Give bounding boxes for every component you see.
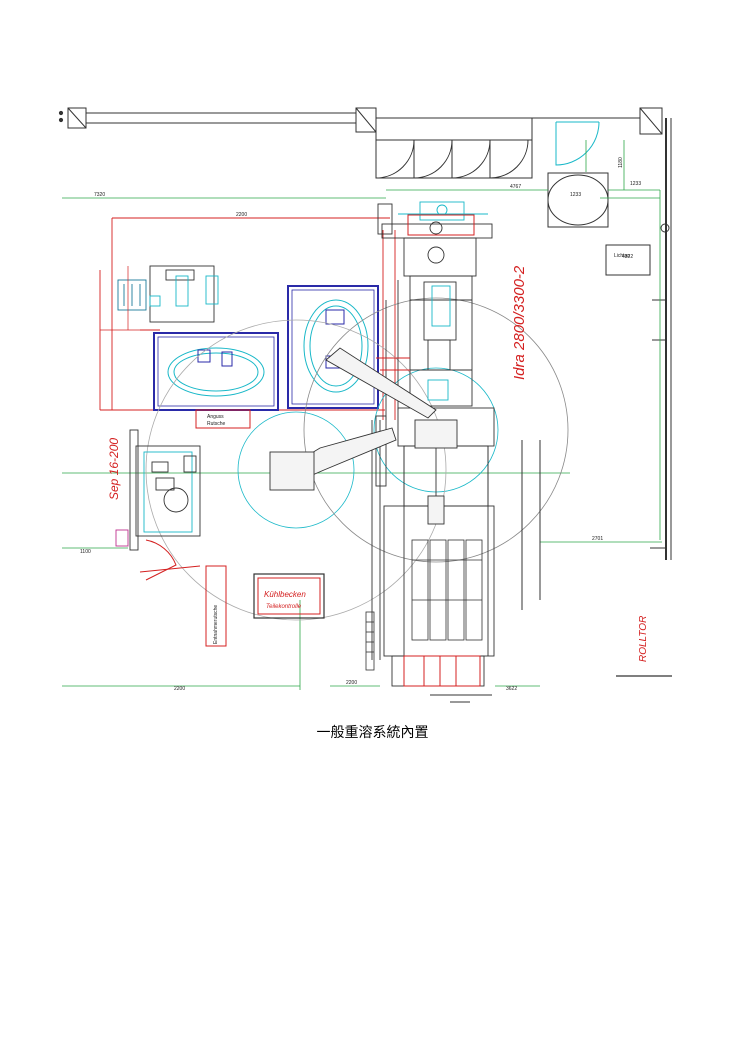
dim-10: 1180 [618,157,624,168]
top-wall [58,107,663,135]
idra-label: Idra 2800/3300-2 [511,265,528,380]
dim-1: 7320 [94,192,105,198]
anguss-label: Anguss [207,414,224,420]
sep-unit [115,429,201,551]
rolltor-label: ROLLTOR [638,616,649,662]
dim-5: 2200 [346,680,357,686]
cooling-tank-left [153,332,279,411]
machine-red-accents [376,214,481,687]
right-markers [521,223,672,677]
figure-caption: 一般重溶系統內置 [316,725,429,741]
tank [547,172,609,228]
sep-label: Sep 16-200 [107,438,121,500]
cyan-door [555,121,600,166]
sep-door-2 [139,565,201,573]
kuhlbecken-box: Kühlbecken Teilekontrolle [253,573,325,619]
rutsche-label: Rutsche [207,421,226,427]
dim-9: 3622 [506,686,517,692]
extraction-arm [269,347,458,525]
dimension-lines [62,140,662,690]
aux-unit [117,265,219,323]
dim-top-red: 2200 [236,212,247,218]
dim-3: 1233 [630,181,641,187]
door-block [375,117,533,179]
dim-8: 2200 [174,686,185,692]
right-wall [650,118,672,560]
lichtan-label: Lichtan [614,253,630,259]
conveyor [365,611,375,671]
entnahme-chute: Entnahmerutsche [205,565,227,647]
die-plates [411,539,483,641]
kuhlbecken-label: Kühlbecken [264,590,306,599]
machine-top-cyan [398,201,488,401]
anguss-box: Anguss Rutsche [195,409,251,429]
dim-6: 2701 [592,536,603,542]
die-casting-machine [371,203,495,703]
dim-2: 4767 [510,184,521,190]
sep-door [145,539,177,581]
robot-reach-circles [145,297,569,621]
teilekontrolle-label: Teilekontrolle [266,604,302,610]
dim-7: 1100 [80,549,91,555]
dim-11: 4322 [622,254,633,260]
layout-drawing: Lichtan 7320 4767 1233 1233 2701 1100 22… [58,107,672,703]
cooling-tank-right [287,285,379,409]
lichtan-box [605,244,651,276]
red-guides [100,266,150,331]
dim-4: 1233 [570,192,581,198]
entnahme-label: Entnahmerutsche [213,605,219,644]
